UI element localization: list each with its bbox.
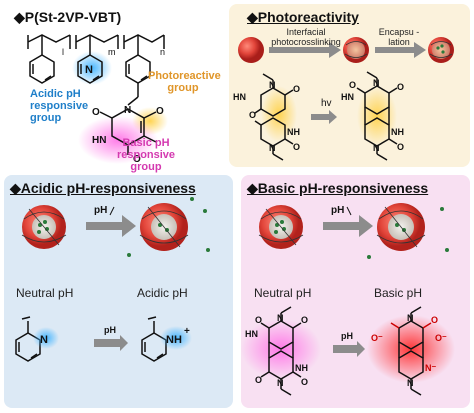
base-ph-label: pH — [331, 205, 344, 216]
photoreactivity-scheme: HN O O N NH O N hv HN O O N NH O N — [233, 37, 454, 161]
base-deprotonated-dimer — [390, 306, 432, 396]
subscript-n: n — [160, 47, 165, 57]
pyridine-n: N — [85, 64, 93, 76]
dimer-o1: O — [397, 82, 404, 92]
bd-o4: O — [301, 377, 308, 387]
dimer-n1: N — [373, 78, 380, 88]
basic-title: ◆Basic pH-responsiveness — [247, 180, 428, 197]
pyridinium-plus: + — [184, 326, 190, 337]
dimer-o2: O — [349, 80, 356, 90]
bdd-n2: N — [407, 378, 414, 388]
photoreactivity-title: ◆Photoreactivity — [247, 9, 359, 26]
photo-glow-right — [357, 86, 397, 146]
acidic-group-label: Acidic pH responsive group — [30, 88, 89, 124]
bd-n2: N — [277, 378, 284, 388]
polymer-title: ◆P(St-2VP-VBT) — [14, 9, 122, 25]
basic-title-text: ◆Basic pH-responsiveness — [247, 180, 429, 196]
bd-o2: O — [301, 315, 308, 325]
basic-scheme: pH O O HN N NH O O N pH O⁻ O N N⁻ O⁻ N — [241, 203, 455, 396]
hv-arrow — [311, 110, 337, 124]
thymine-hn: HN — [92, 135, 106, 146]
polymer-structure: l m n N N O O HN O — [27, 34, 168, 165]
bdd-o3: O⁻ — [435, 333, 447, 343]
thymine-o-top: O — [156, 106, 164, 117]
acid-ph-label-2: pH — [104, 325, 116, 335]
thymine-dimer — [356, 71, 398, 161]
bdd-o2: O — [431, 315, 438, 325]
hv-label: hv — [321, 98, 332, 109]
acid-ph-label: pH — [94, 205, 107, 216]
photo-glow-left — [261, 86, 297, 142]
acid-arrow-2 — [94, 335, 128, 351]
bdd-n-minus: N⁻ — [425, 363, 436, 373]
mono-o3: O — [293, 142, 300, 152]
pyridinium-glow — [160, 326, 192, 350]
thymine-o-left: O — [92, 107, 100, 118]
mono-o2: O — [249, 110, 256, 120]
thymine-monomers — [254, 73, 294, 161]
base-arrow-2 — [333, 341, 365, 357]
mono-n2: N — [269, 143, 276, 153]
released-dot — [203, 209, 207, 213]
base-neutral-dimer — [260, 306, 302, 396]
bd-o3: O — [255, 375, 262, 385]
photoreactivity-title-text: ◆Photoreactivity — [247, 9, 359, 25]
plain-capsule — [238, 37, 264, 63]
basic-group-label: Basic pH responsive group — [116, 137, 176, 173]
base-arrow — [323, 215, 373, 237]
pyridine-glow — [33, 327, 59, 349]
encapsulation-arrow — [375, 42, 426, 58]
acid-acidic-label: Acidic pH — [137, 286, 188, 300]
base-neutral-label: Neutral pH — [254, 286, 312, 300]
thymine-o-bottom: O — [133, 154, 141, 165]
acidic-scheme: pH N pH NH + — [15, 197, 210, 362]
dimer-hn: HN — [341, 92, 354, 102]
mono-n1: N — [269, 80, 276, 90]
subscript-m: m — [108, 47, 116, 57]
acidic-title: ◆Acidic pH-responsiveness — [10, 180, 196, 197]
mono-hn: HN — [233, 92, 246, 102]
crosslinking-label: Interfacial photocrosslinking — [271, 27, 341, 47]
mono-o1: O — [293, 84, 300, 94]
pyridinium-nh-label: NH — [166, 334, 182, 346]
acidic-title-text: ◆Acidic pH-responsiveness — [10, 180, 196, 196]
acid-arrow — [86, 215, 136, 237]
bd-n1: N — [277, 313, 284, 323]
base-ph-label-2: pH — [341, 331, 353, 341]
acid-neutral-label: Neutral pH — [16, 286, 74, 300]
encapsulation-label: Encapsu -lation — [378, 27, 420, 47]
dimer-o3: O — [397, 142, 404, 152]
bd-hn: HN — [245, 329, 258, 339]
thymine-n: N — [124, 105, 131, 116]
bdd-o1: O⁻ — [371, 333, 383, 343]
bdd-n1: N — [407, 313, 414, 323]
dimer-nh: NH — [391, 127, 404, 137]
base-basic-label: Basic pH — [374, 286, 423, 300]
crosslinking-arrow — [269, 42, 341, 58]
bd-o1: O — [255, 315, 262, 325]
photoreactivity-panel — [229, 4, 470, 167]
dimer-n2: N — [373, 143, 380, 153]
photoreactive-group-label: Photoreactive group — [148, 70, 221, 94]
subscript-l: l — [62, 47, 64, 57]
pyridine-n-label: N — [40, 334, 48, 346]
mono-nh: NH — [287, 127, 300, 137]
bd-nh: NH — [295, 363, 308, 373]
